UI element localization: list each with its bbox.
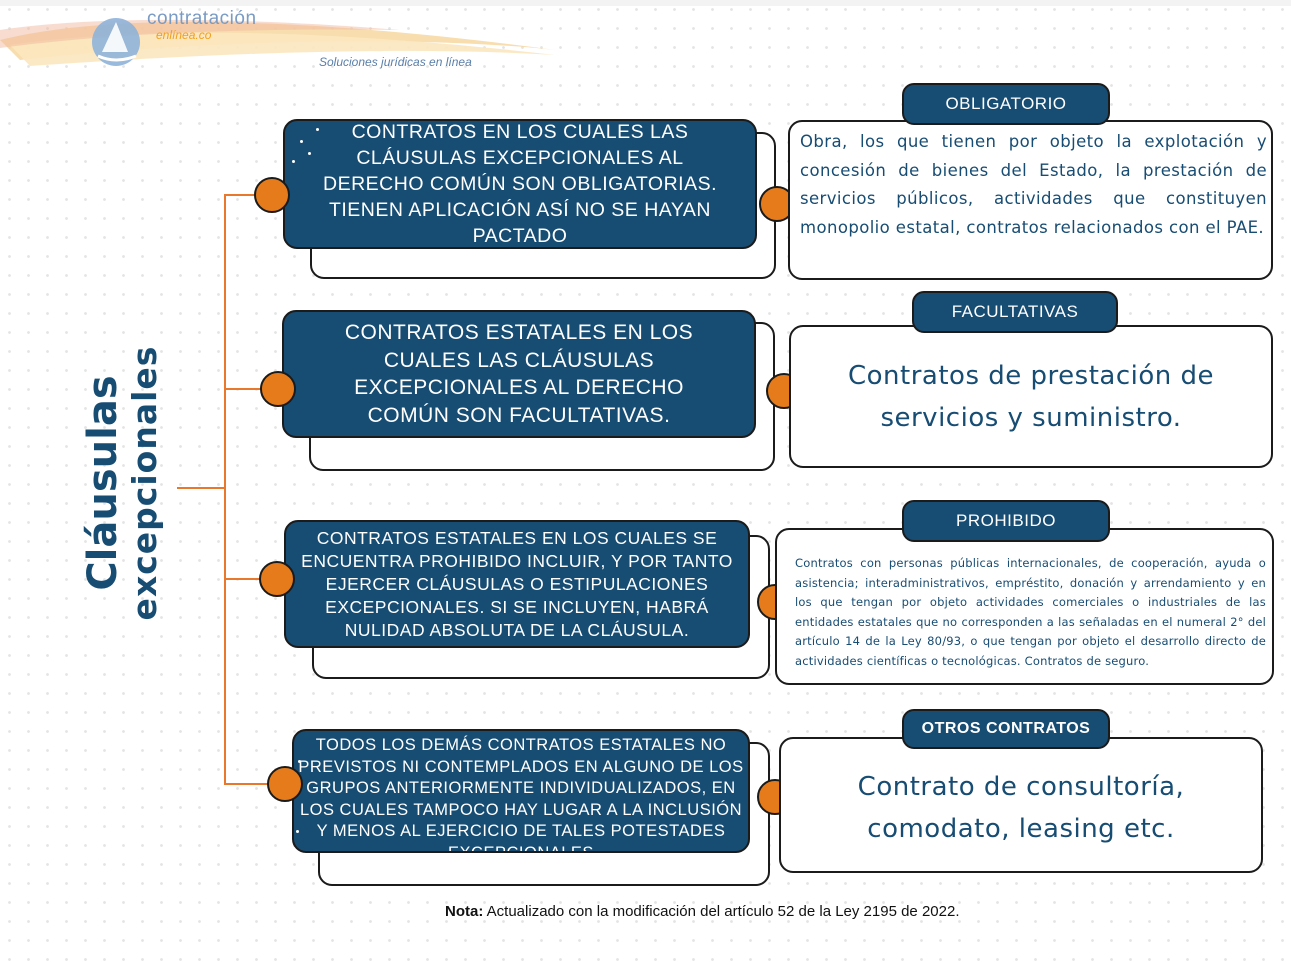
sparkle — [300, 140, 303, 143]
row2-tag: FACULTATIVAS — [912, 291, 1118, 333]
connector-stem — [177, 487, 225, 489]
logo-icon — [92, 18, 140, 66]
connector-branch-1 — [224, 194, 264, 196]
footnote-text: Actualizado con la modificación del artí… — [483, 903, 960, 920]
row1-right-box: Obra, los que tienen por objeto la explo… — [788, 120, 1273, 280]
sparkle — [316, 128, 319, 131]
row3-right-box: Contratos con personas públicas internac… — [775, 528, 1274, 685]
sparkle — [292, 160, 295, 163]
row3-left-node — [259, 561, 295, 597]
row4-left-node — [267, 766, 303, 802]
row2-right-box: Contratos de prestación de servicios y s… — [789, 325, 1273, 468]
main-title: Cláusulas excepcionales — [80, 346, 164, 621]
row4-tag: OTROS CONTRATOS — [902, 709, 1110, 749]
footnote-label: Nota: — [445, 903, 484, 920]
row3-tag: PROHIBIDO — [902, 500, 1110, 542]
main-title-line1: Cláusulas — [80, 375, 127, 591]
row2-left-node — [260, 371, 296, 407]
row1-left-box: CONTRATOS EN LOS CUALES LAS CLÁUSULAS EX… — [283, 119, 757, 249]
row3-left-box: CONTRATOS ESTATALES EN LOS CUALES SE ENC… — [284, 520, 750, 648]
row1-tag: OBLIGATORIO — [902, 83, 1110, 125]
sparkle — [308, 152, 311, 155]
connector-branch-4 — [224, 783, 272, 785]
row4-left-text: TODOS LOS DEMÁS CONTRATOS ESTATALES NO P… — [298, 736, 744, 853]
row1-right-text: Obra, los que tienen por objeto la explo… — [800, 132, 1267, 237]
row1-left-node — [254, 177, 290, 213]
connector-branch-3 — [224, 578, 264, 580]
logo-swoosh — [0, 19, 555, 66]
logo-subname: enlínea.co — [156, 28, 212, 42]
row4-left-box: TODOS LOS DEMÁS CONTRATOS ESTATALES NO P… — [292, 729, 750, 853]
row4-right-box: Contrato de consultoría, comodato, leasi… — [779, 737, 1263, 873]
row3-right-text: Contratos con personas públicas internac… — [795, 556, 1266, 668]
row3-left-text: CONTRATOS ESTATALES EN LOS CUALES SE ENC… — [301, 527, 733, 640]
row4-right-text: Contrato de consultoría, comodato, leasi… — [857, 772, 1185, 844]
sparkle — [298, 760, 301, 763]
sparkle — [296, 830, 299, 833]
logo-name: contratación — [147, 8, 257, 29]
logo-tagline: Soluciones jurídicas en línea — [319, 55, 472, 69]
main-title-line2: excepcionales — [125, 345, 165, 621]
connector-branch-2 — [224, 388, 264, 390]
row2-left-text: CONTRATOS ESTATALES EN LOS CUALES LAS CL… — [344, 321, 694, 427]
connector-vertical — [224, 194, 226, 784]
row1-left-text: CONTRATOS EN LOS CUALES LAS CLÁUSULAS EX… — [323, 121, 717, 247]
row2-right-text: Contratos de prestación de servicios y s… — [848, 360, 1214, 433]
top-bar — [0, 0, 1291, 6]
row2-left-box: CONTRATOS ESTATALES EN LOS CUALES LAS CL… — [282, 310, 756, 438]
footnote: Nota: Actualizado con la modificación de… — [445, 903, 959, 920]
